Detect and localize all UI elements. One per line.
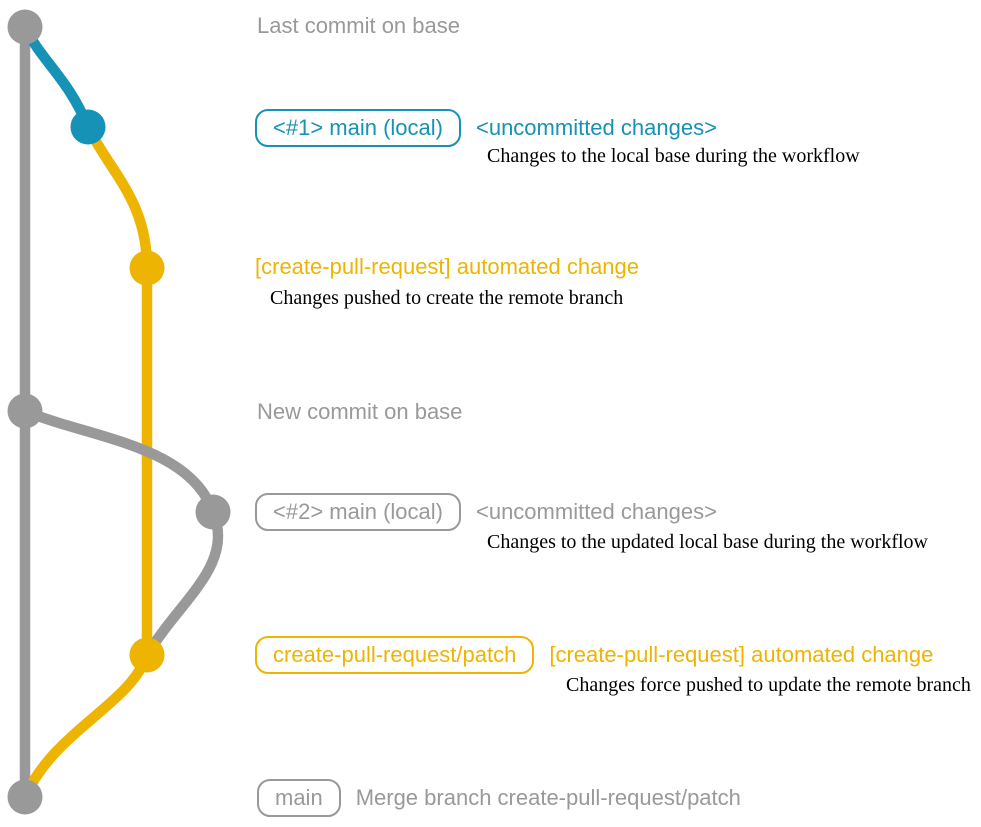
automated-change-1-title: [create-pull-request] automated change	[255, 254, 640, 279]
commit-dot-merge	[7, 779, 43, 815]
pr-branch-merge-curve	[20, 653, 152, 800]
commit-dot-automated-change-2	[129, 637, 165, 673]
automated-change-2-title: [create-pull-request] automated change	[549, 642, 934, 667]
commit-dot-last-base	[7, 9, 43, 45]
pr-branch-row: create-pull-request/patch [create-pull-r…	[255, 636, 933, 674]
commit-dot-local-main-2	[195, 494, 231, 530]
local-main-2-badge: <#2> main (local)	[255, 493, 461, 531]
main-badge: main	[257, 779, 341, 817]
commit-dot-local-main-1	[70, 109, 106, 145]
uncommitted-changes-1-title: <uncommitted changes>	[475, 115, 717, 140]
new-commit-caption: New commit on base	[257, 399, 463, 424]
last-commit-caption: Last commit on base	[257, 13, 460, 38]
commit-dot-new-base	[7, 393, 43, 429]
pr-branch-badge: create-pull-request/patch	[255, 636, 535, 674]
local-main-1-badge: <#1> main (local)	[255, 109, 461, 147]
commit-dot-automated-change-1	[129, 250, 165, 286]
automated-change-2-description: Changes force pushed to update the remot…	[566, 674, 971, 696]
merge-commit-row: main Merge branch create-pull-request/pa…	[257, 779, 741, 817]
git-graph	[7, 9, 231, 815]
updated-local-branch-curve-out	[22, 406, 218, 514]
uncommitted-changes-1-description: Changes to the local base during the wor…	[487, 145, 860, 167]
automated-change-1-description: Changes pushed to create the remote bran…	[270, 287, 624, 309]
pr-branch-curve-top	[83, 124, 153, 269]
uncommitted-changes-2-title: <uncommitted changes>	[475, 499, 717, 524]
local-changes-branch-line	[20, 24, 93, 129]
automated-change-1-row: [create-pull-request] automated change	[255, 254, 639, 280]
uncommitted-changes-2-description: Changes to the updated local base during…	[487, 531, 928, 553]
updated-local-branch-curve-in	[142, 509, 224, 658]
local-main-1-row: <#1> main (local) <uncommitted changes>	[255, 109, 717, 147]
merge-commit-title: Merge branch create-pull-request/patch	[355, 785, 741, 810]
local-main-2-row: <#2> main (local) <uncommitted changes>	[255, 493, 717, 531]
